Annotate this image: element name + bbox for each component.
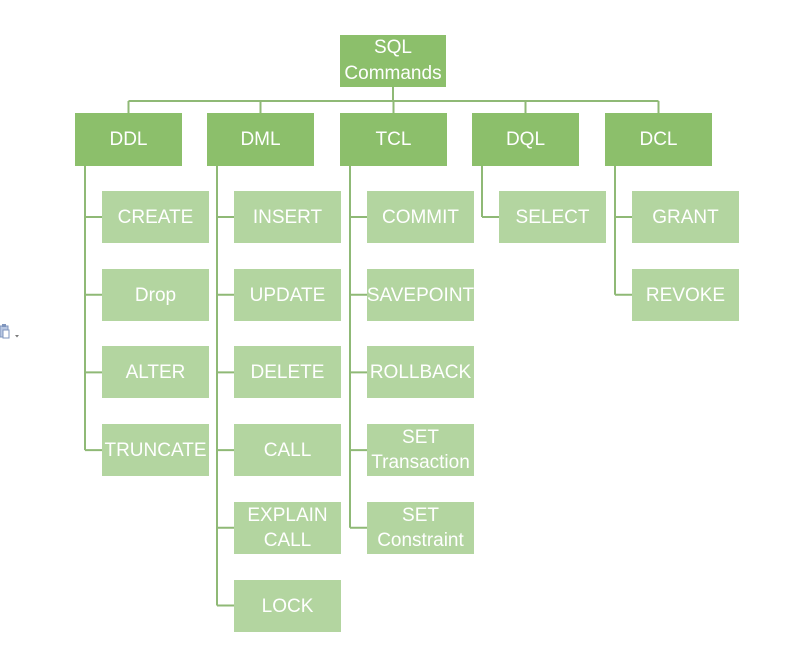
category-node-dml: DML <box>207 113 314 166</box>
command-node-delete: DELETE <box>234 346 341 398</box>
category-node-tcl: TCL <box>340 113 447 166</box>
command-node-alter: ALTER <box>102 346 209 398</box>
paste-options-icon[interactable] <box>0 323 22 343</box>
command-node-select: SELECT <box>499 191 606 243</box>
command-node-set-constraint: SET Constraint <box>367 502 474 554</box>
category-node-dcl: DCL <box>605 113 712 166</box>
category-node-dql: DQL <box>472 113 579 166</box>
command-node-revoke: REVOKE <box>632 269 739 321</box>
category-node-ddl: DDL <box>75 113 182 166</box>
command-node-commit: COMMIT <box>367 191 474 243</box>
command-node-truncate: TRUNCATE <box>102 424 209 476</box>
command-node-grant: GRANT <box>632 191 739 243</box>
command-node-update: UPDATE <box>234 269 341 321</box>
command-node-drop: Drop <box>102 269 209 321</box>
command-node-explain-call: EXPLAIN CALL <box>234 502 341 554</box>
command-node-call: CALL <box>234 424 341 476</box>
root-node-sql-commands: SQL Commands <box>340 35 446 87</box>
command-node-insert: INSERT <box>234 191 341 243</box>
command-node-set-transaction: SET Transaction <box>367 424 474 476</box>
command-node-savepoint: SAVEPOINT <box>367 269 474 321</box>
command-node-lock: LOCK <box>234 580 341 632</box>
command-node-create: CREATE <box>102 191 209 243</box>
command-node-rollback: ROLLBACK <box>367 346 474 398</box>
